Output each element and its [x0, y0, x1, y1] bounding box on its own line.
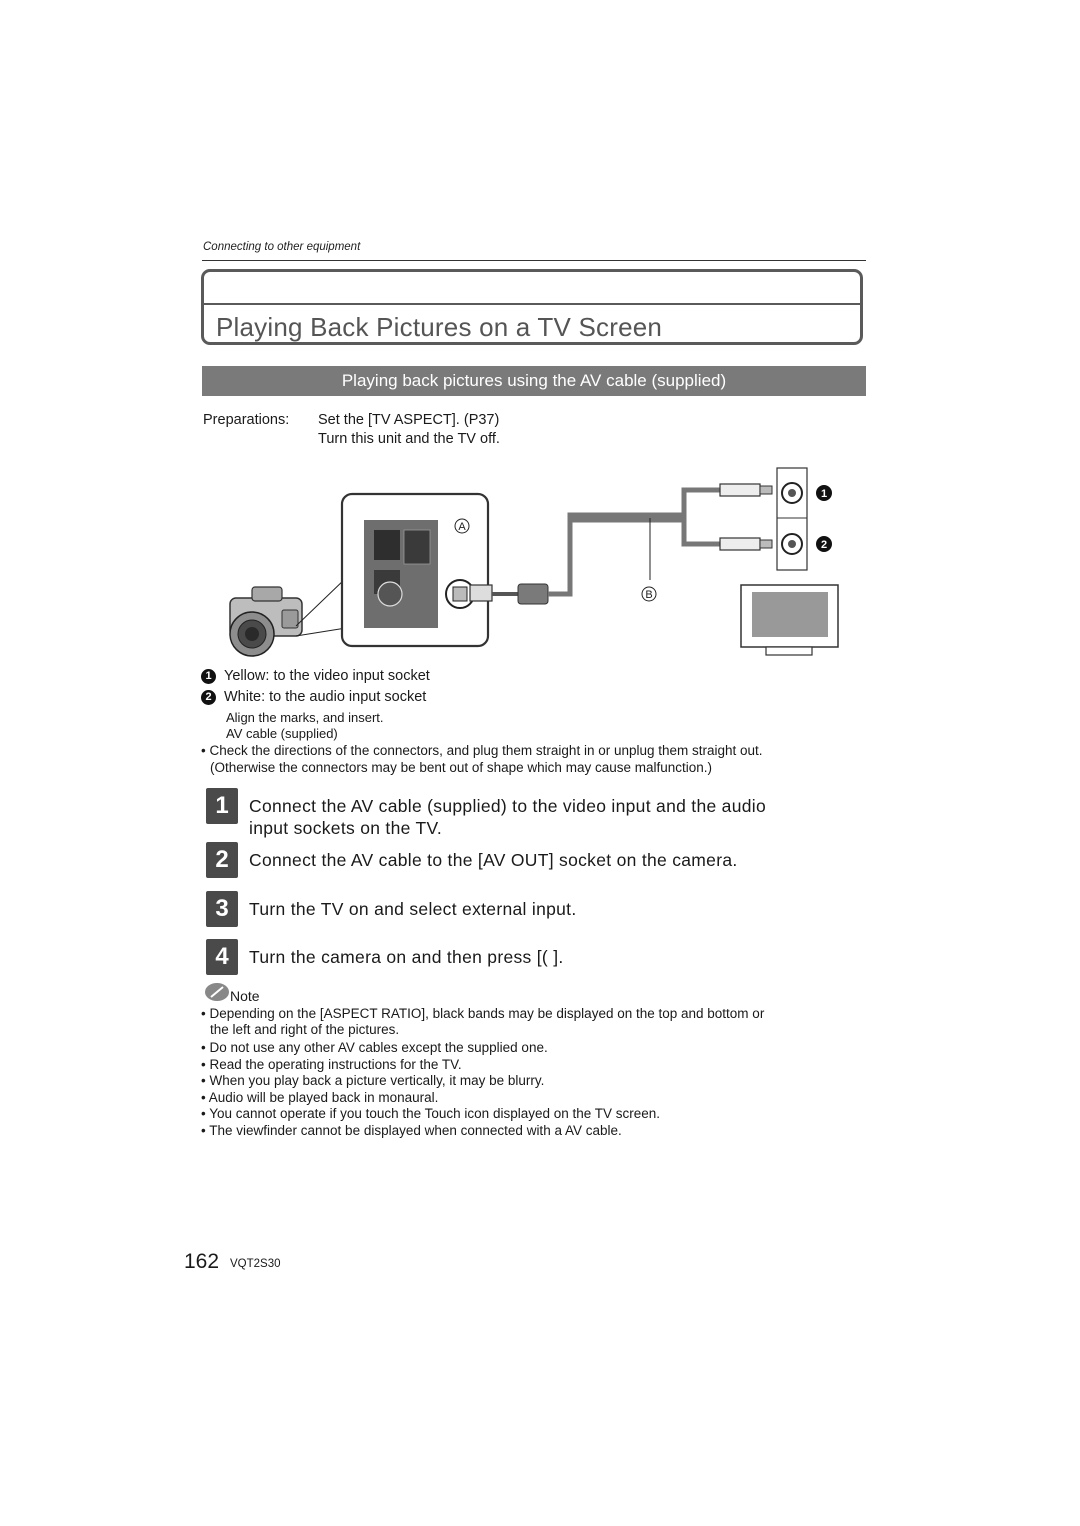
tv-input-panel — [776, 467, 808, 571]
title-box-rule — [204, 303, 860, 305]
marker-2 — [816, 536, 832, 552]
legend-item-yellow: 1 Yellow: to the video input socket — [201, 668, 430, 684]
label-b: B — [645, 589, 652, 601]
legend-number-1: 1 — [201, 668, 216, 684]
page-number: 162 — [184, 1250, 220, 1273]
header-divider — [202, 260, 866, 261]
caution-text-1: Check the directions of the connectors, … — [209, 743, 763, 758]
note-item-2: • Do not use any other AV cables except … — [201, 1040, 548, 1055]
step-badge-1: 1 — [206, 788, 238, 824]
connection-diagram: 1 2 A B — [229, 467, 839, 657]
note-text-6: You cannot operate if you touch the Touc… — [209, 1106, 661, 1121]
preparations-step-2: Turn this unit and the TV off. — [318, 431, 500, 447]
note-text-1: Depending on the [ASPECT RATIO], black b… — [209, 1006, 765, 1021]
page-title: Playing Back Pictures on a TV Screen — [216, 312, 663, 342]
caution-line-1: • Check the directions of the connectors… — [201, 743, 763, 758]
av-cable — [469, 483, 773, 605]
legend-cable-note: AV cable (supplied) — [226, 726, 338, 741]
legend-align-note: Align the marks, and insert. — [226, 710, 384, 725]
marker-2-label: 2 — [821, 539, 827, 551]
note-label: Note — [230, 988, 260, 1004]
title-box: Playing Back Pictures on a TV Screen — [201, 269, 863, 345]
note-item-5: • Audio will be played back in monaural. — [201, 1090, 439, 1105]
note-icon — [205, 983, 229, 1001]
note-item-4: • When you play back a picture verticall… — [201, 1073, 545, 1088]
note-text-4: When you play back a picture vertically,… — [209, 1073, 545, 1088]
note-item-3: • Read the operating instructions for th… — [201, 1057, 462, 1072]
step-3-text: Turn the TV on and select external input… — [249, 899, 577, 919]
preparations-label: Preparations: — [203, 412, 290, 428]
note-text-5: Audio will be played back in monaural. — [208, 1090, 439, 1105]
step-2-text: Connect the AV cable to the [AV OUT] soc… — [249, 850, 738, 870]
note-item-1-cont: the left and right of the pictures. — [210, 1022, 400, 1037]
label-b-circle — [641, 586, 657, 602]
label-a-circle — [454, 518, 470, 534]
preparations-step-1: Set the [TV ASPECT]. (P37) — [318, 412, 500, 428]
legend-text-2: White: to the audio input socket — [224, 689, 427, 705]
marker-1-label: 1 — [821, 488, 827, 500]
step-4-text: Turn the camera on and then press [( ]. — [249, 947, 564, 967]
step-1-line-1: Connect the AV cable (supplied) to the v… — [249, 796, 767, 816]
note-text-7: The viewfinder cannot be displayed when … — [209, 1123, 622, 1138]
note-item-7: • The viewfinder cannot be displayed whe… — [201, 1123, 622, 1138]
section-heading: Playing back pictures using the AV cable… — [202, 366, 866, 396]
note-item-6: • You cannot operate if you touch the To… — [201, 1106, 661, 1121]
legend-number-2: 2 — [201, 689, 216, 705]
step-1-line-2: input sockets on the TV. — [249, 818, 443, 838]
label-a: A — [458, 521, 466, 533]
caution-line-2: (Otherwise the connectors may be bent ou… — [210, 760, 713, 775]
marker-1 — [816, 485, 832, 501]
running-header: Connecting to other equipment — [203, 241, 361, 253]
note-text-2: Do not use any other AV cables except th… — [209, 1040, 548, 1055]
step-badge-2: 2 — [206, 842, 238, 878]
socket-inset — [340, 492, 490, 648]
note-text-3: Read the operating instructions for the … — [209, 1057, 462, 1072]
camera-illustration — [229, 586, 303, 657]
tv-illustration — [740, 584, 839, 656]
note-item-1: • Depending on the [ASPECT RATIO], black… — [201, 1006, 765, 1021]
step-badge-4: 4 — [206, 939, 238, 975]
legend-text-1: Yellow: to the video input socket — [224, 668, 430, 684]
document-code: VQT2S30 — [230, 1258, 281, 1270]
legend-item-white: 2 White: to the audio input socket — [201, 689, 426, 705]
step-badge-3: 3 — [206, 891, 238, 927]
